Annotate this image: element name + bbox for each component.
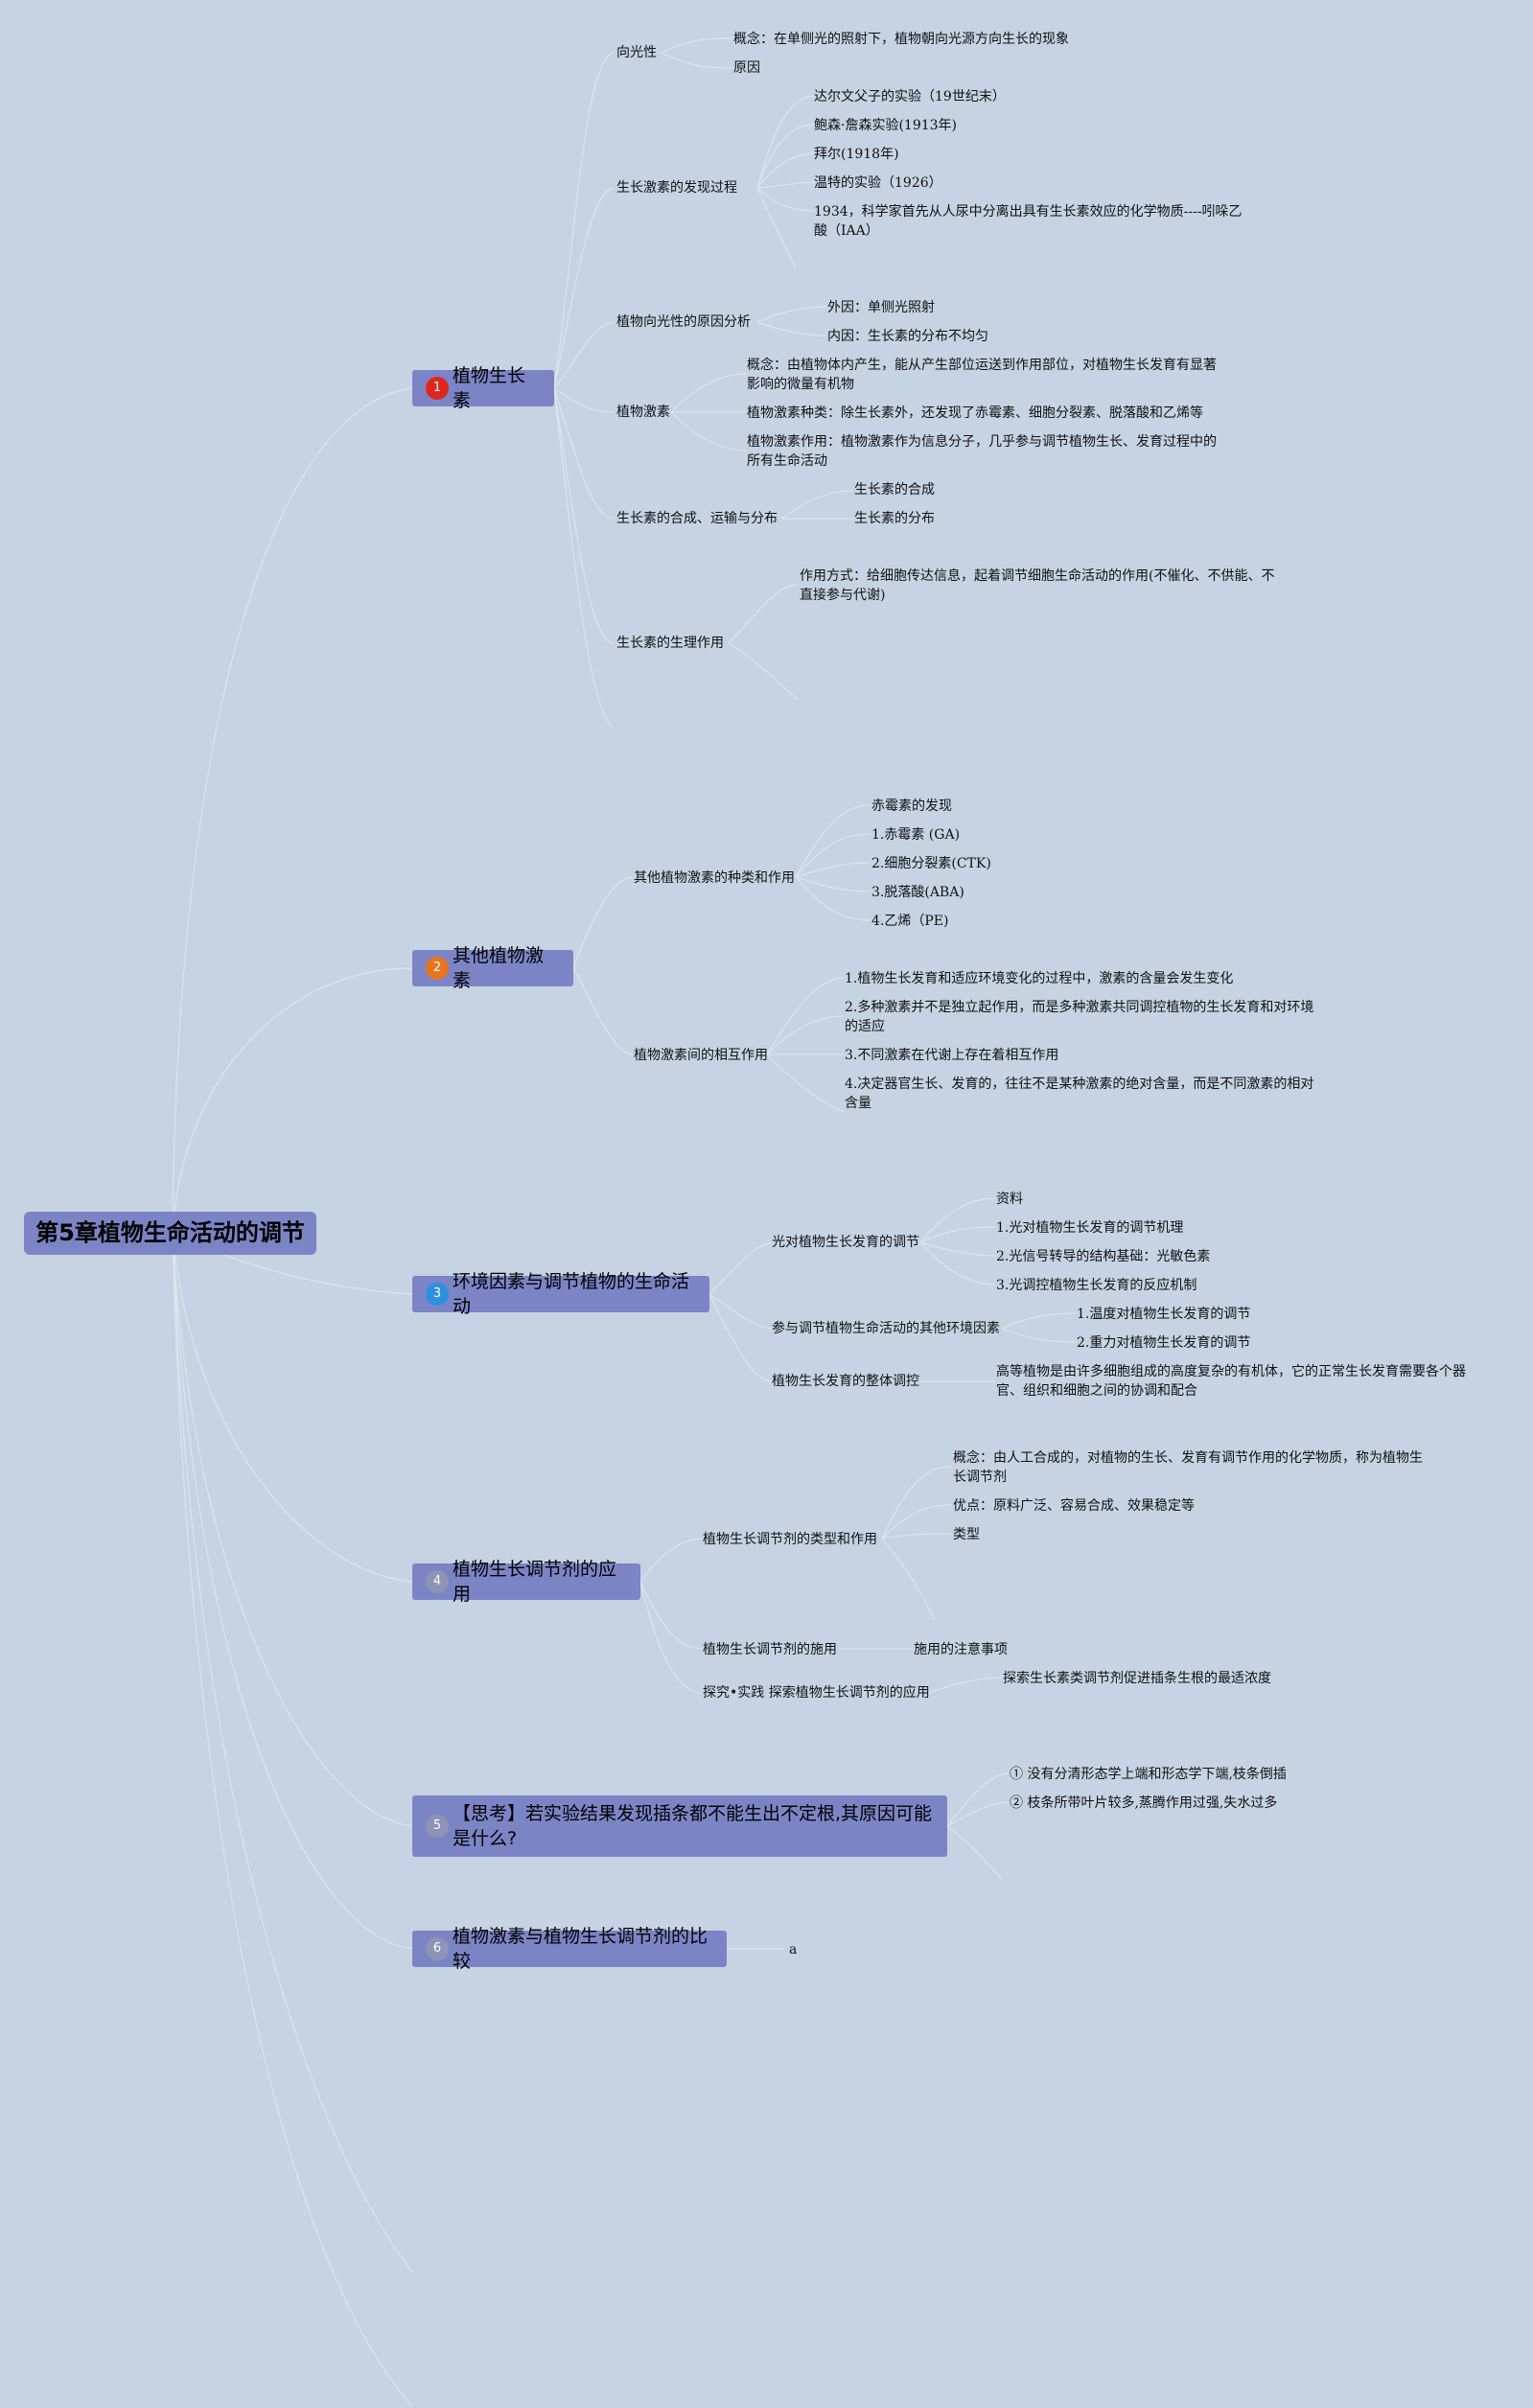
branch-label: 植物生长素 [453, 365, 526, 411]
detail-node[interactable]: 高等植物是由许多细胞组成的高度复杂的有机体，它的正常生长发育需要各个器官、组织和… [996, 1364, 1466, 1399]
detail-node[interactable]: 2.重力对植物生长发育的调节 [1077, 1335, 1251, 1351]
number-badge-icon: 6 [426, 1937, 449, 1960]
detail-node[interactable]: 4.决定器官生长、发育的，往往不是某种激素的绝对含量，而是不同激素的相对含量 [845, 1077, 1314, 1111]
branch-label: 植物生长调节剂的应用 [453, 1559, 617, 1605]
subtopic-node[interactable]: 植物激素 [616, 405, 670, 420]
detail-node[interactable]: 作用方式：给细胞传达信息，起着调节细胞生命活动的作用(不催化、不供能、不直接参与… [800, 568, 1275, 603]
detail-node[interactable]: 3.光调控植物生长发育的反应机制 [996, 1278, 1197, 1293]
subtopic-node[interactable]: 生长素的生理作用 [616, 636, 724, 651]
branch-topic-4[interactable]: 4 植物生长调节剂的应用 [412, 1559, 640, 1605]
detail-node[interactable]: 植物激素作用：植物激素作为信息分子，几乎参与调节植物生长、发育过程中的所有生命活… [747, 434, 1217, 469]
detail-node[interactable]: 原因 [733, 60, 760, 76]
branch-topic-6[interactable]: 6 植物激素与植物生长调节剂的比较 [412, 1926, 727, 1972]
detail-node[interactable]: 内因：生长素的分布不均匀 [827, 329, 988, 344]
detail-node[interactable]: 拜尔(1918年) [814, 147, 899, 162]
subtopic-node[interactable]: 植物生长调节剂的施用 [703, 1642, 837, 1657]
branch-topic-2[interactable]: 2 其他植物激素 [412, 945, 573, 991]
branch-label: 植物激素与植物生长调节剂的比较 [453, 1926, 708, 1972]
detail-node[interactable]: 1.赤霉素 (GA) [871, 827, 961, 843]
detail-node[interactable]: 概念：由植物体内产生，能从产生部位运送到作用部位，对植物生长发育有显著影响的微量… [747, 358, 1217, 392]
detail-node[interactable]: 3.脱落酸(ABA) [871, 885, 964, 900]
branch-label: 环境因素与调节植物的生命活动 [453, 1271, 690, 1317]
subtopic-node[interactable]: 植物生长调节剂的类型和作用 [703, 1532, 877, 1547]
number-badge-icon: 3 [426, 1283, 449, 1306]
number-badge-icon: 1 [426, 377, 449, 400]
detail-node[interactable]: 优点：原料广泛、容易合成、效果稳定等 [953, 1498, 1195, 1514]
branch-label: 【思考】若实验结果发现插条都不能生出不定根,其原因可能是什么? [453, 1803, 933, 1849]
detail-node[interactable]: 2.多种激素并不是独立起作用，而是多种激素共同调控植物的生长发育和对环境的适应 [845, 1000, 1314, 1034]
subtopic-node[interactable]: 植物向光性的原因分析 [616, 314, 751, 330]
detail-node[interactable]: a [789, 1942, 798, 1957]
detail-node[interactable]: ① 没有分清形态学上端和形态学下端,枝条倒插 [1010, 1767, 1287, 1782]
number-badge-icon: 4 [426, 1570, 449, 1593]
detail-node[interactable]: 植物激素种类：除生长素外，还发现了赤霉素、细胞分裂素、脱落酸和乙烯等 [747, 405, 1203, 421]
subtopic-node[interactable]: 光对植物生长发育的调节 [772, 1235, 919, 1250]
detail-node[interactable]: 1.光对植物生长发育的调节机理 [996, 1220, 1184, 1236]
detail-node[interactable]: 2.细胞分裂素(CTK) [871, 856, 991, 871]
subtopic-node[interactable]: 生长激素的发现过程 [616, 180, 737, 196]
detail-node[interactable]: 2.光信号转导的结构基础：光敏色素 [996, 1249, 1211, 1264]
detail-node[interactable]: 鲍森·詹森实验(1913年) [814, 118, 958, 133]
detail-node[interactable]: 达尔文父子的实验（19世纪末） [814, 89, 1006, 104]
subtopic-node[interactable]: 向光性 [616, 45, 657, 60]
detail-node[interactable]: 类型 [953, 1527, 980, 1542]
detail-node[interactable]: 外因：单侧光照射 [827, 300, 935, 315]
branch-topic-1[interactable]: 1 植物生长素 [412, 365, 554, 411]
subtopic-node[interactable]: 参与调节植物生命活动的其他环境因素 [772, 1321, 1000, 1336]
detail-node[interactable]: 3.不同激素在代谢上存在着相互作用 [845, 1048, 1059, 1063]
detail-node[interactable]: 1.温度对植物生长发育的调节 [1077, 1307, 1251, 1322]
detail-node[interactable]: 概念：在单侧光的照射下，植物朝向光源方向生长的现象 [733, 32, 1069, 47]
branch-topic-5[interactable]: 5 【思考】若实验结果发现插条都不能生出不定根,其原因可能是什么? [412, 1795, 947, 1857]
detail-node[interactable]: 1934，科学家首先从人尿中分离出具有生长素效应的化学物质----吲哚乙酸（IA… [814, 204, 1243, 239]
detail-node[interactable]: ② 枝条所带叶片较多,蒸腾作用过强,失水过多 [1010, 1795, 1278, 1811]
detail-node[interactable]: 资料 [996, 1192, 1023, 1207]
detail-node[interactable]: 生长素的合成 [854, 482, 935, 498]
detail-node[interactable]: 探索生长素类调节剂促进插条生根的最适浓度 [1003, 1671, 1271, 1686]
number-badge-icon: 5 [426, 1815, 449, 1838]
detail-node[interactable]: 施用的注意事项 [914, 1642, 1008, 1657]
detail-node[interactable]: 4.乙烯（PE) [871, 914, 949, 929]
detail-node[interactable]: 1.植物生长发育和适应环境变化的过程中，激素的含量会发生变化 [845, 971, 1234, 986]
central-topic[interactable]: 第5章植物生命活动的调节 [24, 1212, 316, 1255]
number-badge-icon: 2 [426, 957, 449, 980]
branch-topic-3[interactable]: 3 环境因素与调节植物的生命活动 [412, 1271, 709, 1317]
subtopic-node[interactable]: 生长素的合成、运输与分布 [616, 511, 778, 526]
subtopic-node[interactable]: 植物生长发育的整体调控 [772, 1374, 919, 1389]
subtopic-node[interactable]: 植物激素间的相互作用 [634, 1048, 768, 1063]
detail-node[interactable]: 赤霉素的发现 [871, 799, 952, 814]
subtopic-node[interactable]: 其他植物激素的种类和作用 [634, 870, 795, 886]
detail-node[interactable]: 温特的实验（1926） [814, 175, 942, 191]
detail-node[interactable]: 生长素的分布 [854, 511, 935, 526]
branch-label: 其他植物激素 [453, 945, 545, 991]
subtopic-node[interactable]: 探究•实践 探索植物生长调节剂的应用 [703, 1685, 930, 1701]
detail-node[interactable]: 概念：由人工合成的，对植物的生长、发育有调节作用的化学物质，称为植物生长调节剂 [953, 1450, 1423, 1485]
